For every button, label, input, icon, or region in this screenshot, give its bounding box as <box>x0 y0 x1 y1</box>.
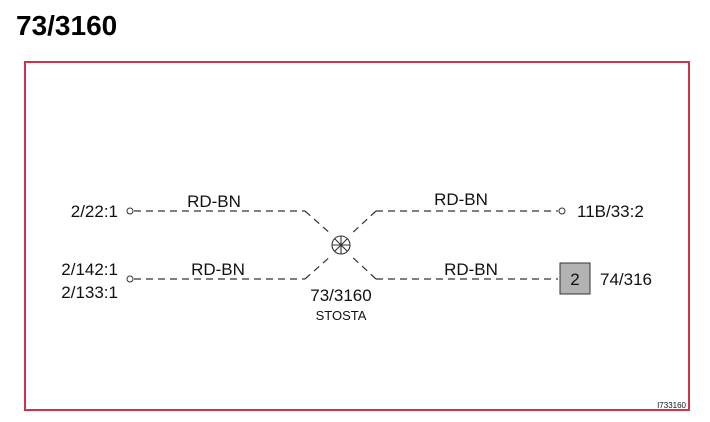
wire-label-left-bottom: RD-BN <box>191 260 245 279</box>
connector-label: 74/316 <box>600 270 652 289</box>
terminal-right-top-icon <box>558 207 566 215</box>
splice-icon <box>331 235 351 255</box>
connector-pin: 2 <box>570 270 579 289</box>
wire-right-top-diagonal <box>349 210 377 236</box>
wire-label-left-top: RD-BN <box>187 192 241 211</box>
wire-left-bottom-diagonal <box>304 254 333 280</box>
connector-box <box>559 262 591 295</box>
terminal-label-left-top: 2/22:1 <box>71 202 118 221</box>
terminal-left-bottom-icon <box>126 275 134 283</box>
terminal-left-top-icon <box>126 207 134 215</box>
reference-code: I733160 <box>657 401 686 410</box>
wire-label-right-bottom: RD-BN <box>444 260 498 279</box>
splice-id-label: 73/3160 <box>310 286 371 305</box>
wire-left-top-diagonal <box>304 210 333 236</box>
wire-right-bottom-diagonal <box>349 254 377 280</box>
wire-label-right-top: RD-BN <box>434 190 488 209</box>
terminal-label-left-bottom-1: 2/142:1 <box>61 260 118 279</box>
terminal-label-left-bottom-2: 2/133:1 <box>61 283 118 302</box>
terminal-label-right-top: 11B/33:2 <box>577 202 644 221</box>
splice-name-label: STOSTA <box>316 308 367 323</box>
diagram-frame <box>24 61 690 411</box>
page-title: 73/3160 <box>16 10 118 41</box>
